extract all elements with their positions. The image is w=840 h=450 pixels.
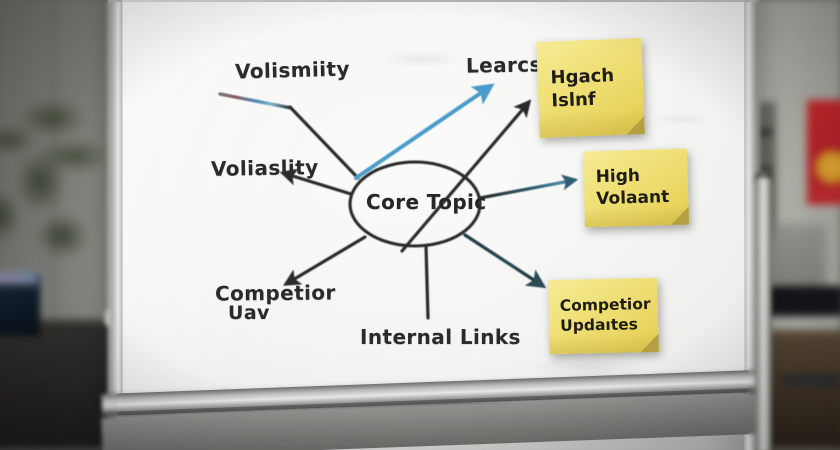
sticky-note-high-volaant[interactable]: High Volaant (582, 148, 690, 228)
sticky-note-corner-curl (626, 115, 645, 135)
branch-label-internal-links: Internal Links (360, 325, 521, 349)
sticky-note-corner-curl (670, 206, 690, 226)
connector-volismiity-outer (288, 105, 360, 180)
core-topic-label: Core Topic (366, 190, 487, 214)
keyboard (782, 374, 840, 388)
branch-label-competior-uav-line2: Uav (228, 302, 270, 324)
connector-high-volaant (478, 174, 579, 200)
connector-hgach-islnf (400, 99, 532, 253)
connector-internal-links (424, 244, 430, 320)
sticky-note-competior-updaites[interactable]: Competior Updaıtes (548, 277, 659, 355)
connector-competior-uav (283, 235, 367, 286)
sticky-note-corner-curl (640, 333, 659, 353)
branch-label-volismiity: Volismiity (234, 56, 351, 84)
sticky-note-line-1: High (595, 166, 641, 188)
sticky-note-line-1: Competior (559, 295, 651, 316)
connector-learcs (354, 83, 495, 180)
branch-label-voliaslity: Voliaslity (210, 155, 319, 181)
potted-plant (0, 96, 118, 286)
mindmap-drawing (218, 83, 579, 320)
branch-label-learcs: Learcs (465, 52, 543, 78)
connector-competior-updaites (463, 233, 547, 289)
connector-volismiity (218, 92, 293, 110)
sticky-note-hgach-islnf[interactable]: Hgach Islnf (536, 38, 645, 138)
monitor-glow (0, 272, 38, 284)
sticky-note-line-2: Islnf (551, 88, 597, 112)
core-topic-ellipse (348, 160, 482, 248)
connector-voliaslity (279, 168, 353, 196)
